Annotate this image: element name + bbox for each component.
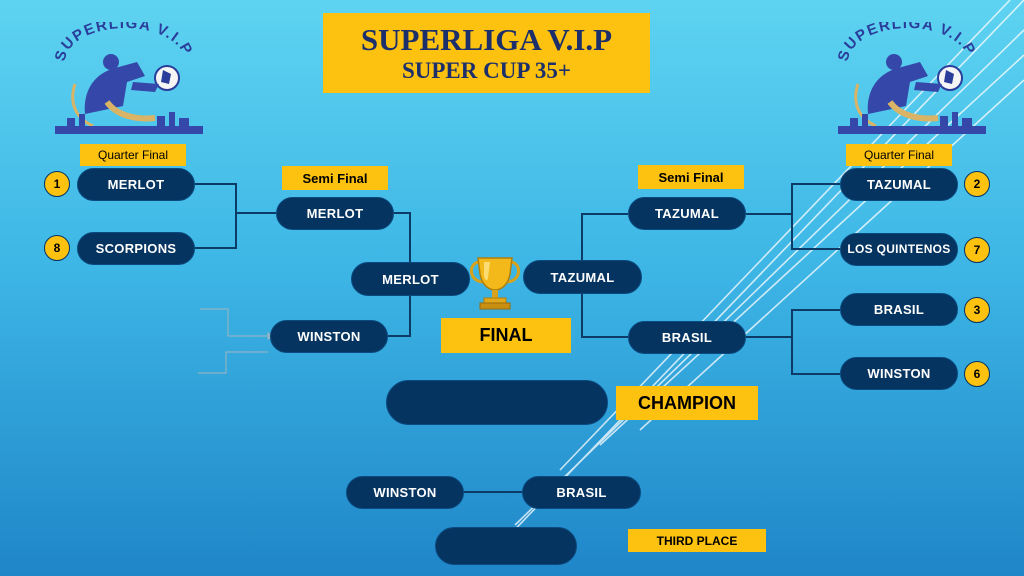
team-slot-right-qf-4: WINSTON <box>840 357 958 390</box>
faded-connector <box>198 308 277 374</box>
team-slot-right-sf-2: BRASIL <box>628 321 746 354</box>
finalist-right: TAZUMAL <box>523 260 642 294</box>
seed-badge: 6 <box>964 361 990 387</box>
quarter-final-label-right: Quarter Final <box>846 144 952 166</box>
logo-text: SUPERLIGA V.I.P <box>835 22 978 63</box>
team-slot-left-sf-1: MERLOT <box>276 197 394 230</box>
team-slot-left-qf-1: MERLOT <box>77 168 195 201</box>
seed-badge: 2 <box>964 171 990 197</box>
svg-text:SUPERLIGA V.I.P: SUPERLIGA V.I.P <box>835 22 979 63</box>
third-place-team-2: BRASIL <box>522 476 641 509</box>
team-slot-right-sf-1: TAZUMAL <box>628 197 746 230</box>
semi-final-label-left: Semi Final <box>282 166 388 190</box>
semi-final-label-right: Semi Final <box>638 165 744 189</box>
final-label: FINAL <box>441 318 571 353</box>
champion-label: CHAMPION <box>616 386 758 420</box>
title-banner: SUPERLIGA V.I.P SUPER CUP 35+ <box>323 13 650 93</box>
third-place-team-1: WINSTON <box>346 476 464 509</box>
page-subtitle: SUPER CUP 35+ <box>401 57 571 83</box>
champion-slot <box>386 380 608 425</box>
finalist-left: MERLOT <box>351 262 470 296</box>
team-slot-left-qf-2: SCORPIONS <box>77 232 195 265</box>
logo-text: SUPERLIGA V.I.P <box>52 22 195 63</box>
seed-badge: 1 <box>44 171 70 197</box>
page-title: SUPERLIGA V.I.P <box>360 21 613 57</box>
third-place-winner-slot <box>435 527 577 565</box>
team-slot-right-qf-2: LOS QUINTENOS <box>840 233 958 266</box>
team-slot-left-sf-2: WINSTON <box>270 320 388 353</box>
trophy-icon <box>470 257 520 310</box>
svg-text:SUPERLIGA V.I.P: SUPERLIGA V.I.P <box>52 22 196 63</box>
superliga-logo-right: SUPERLIGA V.I.P <box>835 22 986 134</box>
superliga-logo-left: SUPERLIGA V.I.P <box>52 22 203 134</box>
third-place-label: THIRD PLACE <box>628 529 766 552</box>
team-slot-right-qf-1: TAZUMAL <box>840 168 958 201</box>
seed-badge: 3 <box>964 297 990 323</box>
quarter-final-label-left: Quarter Final <box>80 144 186 166</box>
seed-badge: 8 <box>44 235 70 261</box>
seed-badge: 7 <box>964 237 990 263</box>
team-slot-right-qf-3: BRASIL <box>840 293 958 326</box>
